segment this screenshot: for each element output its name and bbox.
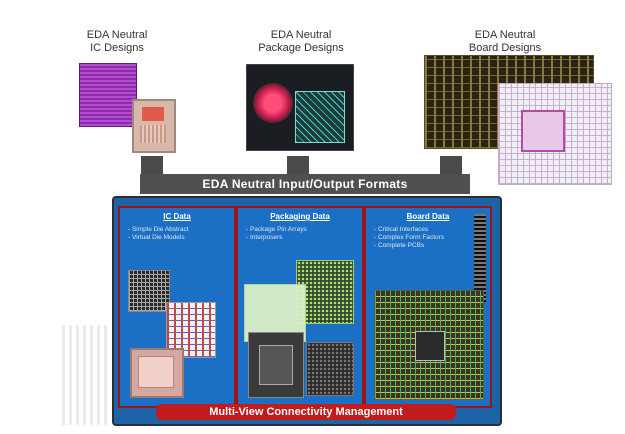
- board-data-list: - Critical Interfaces - Complex Form Fac…: [374, 226, 444, 250]
- ic-designs-label: EDA Neutral IC Designs: [72, 29, 162, 55]
- list-item: - Package Pin Arrays: [246, 226, 307, 233]
- package-designs-line2: Package Designs: [258, 42, 344, 54]
- ic-design-image: [79, 63, 137, 127]
- board-designs-label: EDA Neutral Board Designs: [455, 29, 555, 55]
- connectivity-frame: IC Data - Simple Die Abstract - Virtual …: [112, 196, 502, 426]
- interposer-bga-image: [306, 342, 354, 396]
- io-formats-banner: EDA Neutral Input/Output Formats: [140, 174, 470, 194]
- connectivity-footer: Multi-View Connectivity Management: [156, 404, 456, 420]
- packaging-data-panel: Packaging Data - Package Pin Arrays - In…: [236, 206, 364, 408]
- pcb-image: [374, 290, 484, 400]
- board-designs-line2: Board Designs: [468, 42, 542, 54]
- list-item: - Complete PCBs: [374, 242, 425, 249]
- ic-data-title: IC Data: [163, 212, 191, 221]
- packaging-data-list: - Package Pin Arrays - Interposers: [246, 226, 307, 242]
- package-bga-image: [248, 332, 304, 398]
- board-data-panel: Board Data - Critical Interfaces - Compl…: [364, 206, 492, 408]
- list-item: - Virtual Die Models: [128, 234, 185, 241]
- list-item: - Critical Interfaces: [374, 226, 429, 233]
- package-design-image: [246, 64, 354, 151]
- ic-data-list: - Simple Die Abstract - Virtual Die Mode…: [128, 226, 189, 242]
- connector-package: [287, 156, 309, 178]
- board-data-title: Board Data: [406, 212, 450, 221]
- packaging-data-title: Packaging Data: [270, 212, 330, 221]
- ic-designs-line1: EDA Neutral: [86, 29, 148, 41]
- ic-data-panel: IC Data - Simple Die Abstract - Virtual …: [118, 206, 236, 408]
- decorative-stripes: [62, 325, 110, 425]
- list-item: - Complex Form Factors: [374, 234, 445, 241]
- connector-strip-image: [474, 214, 486, 302]
- board-designs-line1: EDA Neutral: [474, 29, 536, 41]
- ic-designs-line2: IC Designs: [90, 42, 144, 54]
- list-item: - Simple Die Abstract: [128, 226, 189, 233]
- die-package-image: [130, 348, 184, 398]
- package-designs-label: EDA Neutral Package Designs: [246, 29, 356, 55]
- ic-die-image: [132, 99, 176, 153]
- list-item: - Interposers: [246, 234, 283, 241]
- package-designs-line1: EDA Neutral: [270, 29, 332, 41]
- die-abstract-image: [128, 270, 170, 312]
- board-layout-image: [498, 83, 612, 185]
- connector-board: [440, 156, 462, 178]
- connector-ic: [141, 156, 163, 178]
